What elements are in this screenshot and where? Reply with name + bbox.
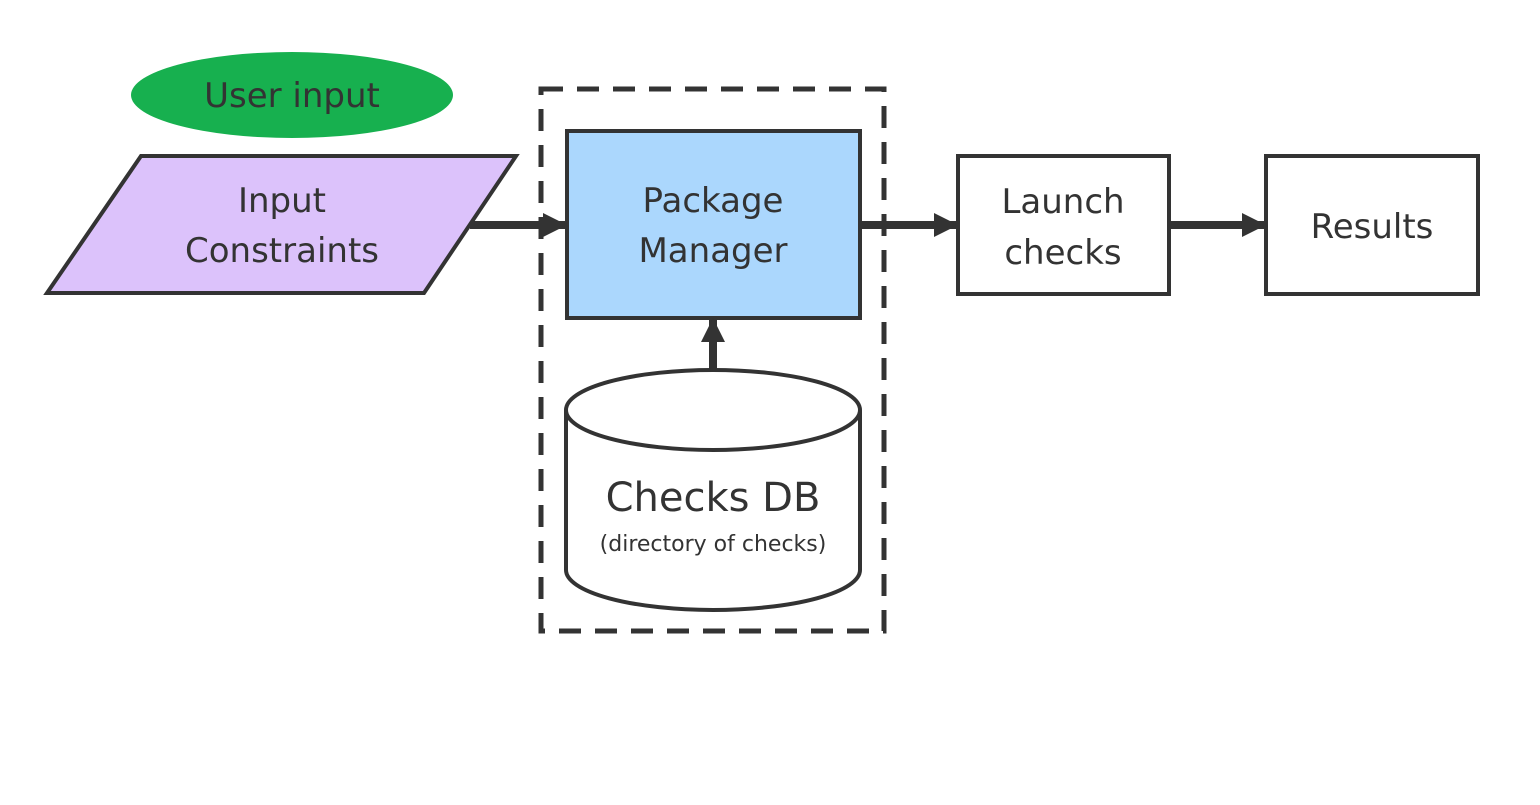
input-constraints-shape — [43, 154, 520, 295]
package-manager-box — [565, 129, 862, 320]
checks-db-title: Checks DB — [606, 475, 821, 521]
results-label: Results — [1311, 207, 1434, 247]
launch-checks-label-line1: Launch — [1001, 182, 1124, 222]
package-manager-label-line2: Manager — [638, 231, 787, 271]
launch-checks-label-line2: checks — [1004, 233, 1121, 273]
input-constraints-label-line2: Constraints — [185, 231, 379, 271]
results-box — [1264, 154, 1480, 296]
input-constraints-label-line1: Input — [238, 181, 326, 221]
package-group-boundary — [538, 86, 887, 634]
user-input-ellipse — [131, 52, 453, 138]
launch-checks-box — [956, 154, 1171, 296]
checks-db-subtitle: (directory of checks) — [600, 532, 827, 557]
user-input-label: User input — [204, 76, 380, 116]
package-manager-label-line1: Package — [643, 181, 784, 221]
checks-db-cylinder — [564, 368, 862, 612]
